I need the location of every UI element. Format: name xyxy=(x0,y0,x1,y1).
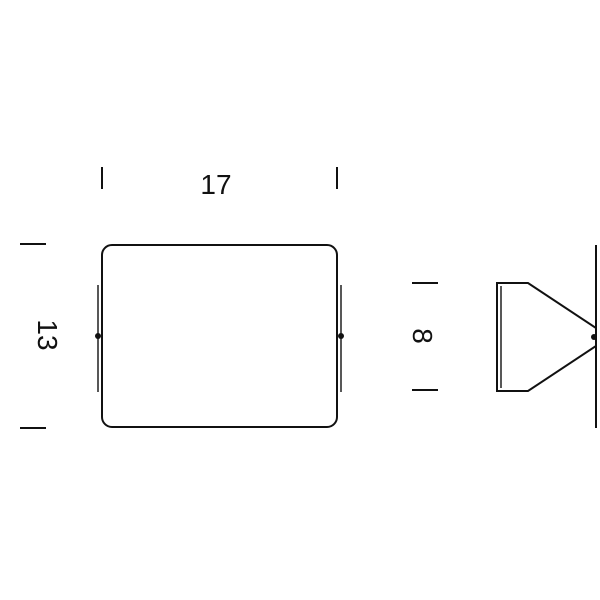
left-pivot-dot xyxy=(95,333,101,339)
lamp-side-profile xyxy=(496,282,597,392)
depth-dimension-label: 8 xyxy=(407,328,438,344)
side-view: 8 xyxy=(407,245,597,428)
right-pivot-dot xyxy=(338,333,344,339)
width-dimension-label: 17 xyxy=(200,169,231,200)
lamp-front-outline xyxy=(101,244,338,428)
wall-pivot-dot xyxy=(591,334,597,340)
height-dimension-label: 13 xyxy=(32,319,63,350)
front-view: 17 13 xyxy=(20,167,344,429)
